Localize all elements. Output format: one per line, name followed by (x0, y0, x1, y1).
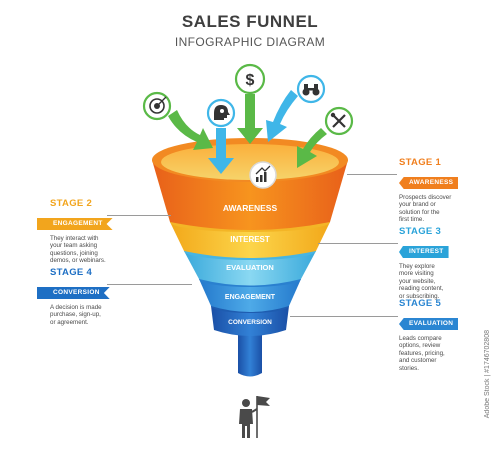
arrow-green-2 (237, 94, 263, 144)
stage5-ribbon: EVALUATION (399, 318, 459, 330)
growth-chart-icon (249, 161, 277, 189)
businessman-figure (239, 396, 270, 438)
stage2-ribbon: ENGAGEMENT (37, 218, 113, 230)
stage1-title: STAGE 1 (399, 157, 442, 168)
arrow-green-3 (297, 128, 327, 168)
stage5-title: STAGE 5 (399, 298, 442, 309)
page-subtitle: INFOGRAPHIC DIAGRAM (174, 35, 326, 49)
head-idea-icon (206, 98, 236, 128)
arrow-green-1 (168, 110, 213, 150)
arrow-cyan-1 (208, 128, 234, 174)
stage1-description: Prospects discover your brand or solutio… (399, 194, 452, 224)
stage3-connector (318, 243, 398, 244)
stage4-description: A decision is made purchase, sign-up, or… (50, 304, 102, 326)
stage4-connector (107, 284, 192, 285)
stage1-ribbon: AWARENESS (399, 177, 459, 189)
funnel-label-engagement: ENGAGEMENT (225, 294, 276, 301)
stock-watermark: Adobe Stock | #1746702808 (484, 330, 491, 419)
funnel-label-evaluation: EVALUATION (226, 263, 274, 272)
stage1-connector (347, 174, 397, 175)
tools-icon (324, 106, 354, 136)
stage3-description: They explore more visiting your website,… (399, 263, 444, 300)
funnel-level-awareness (152, 138, 348, 230)
funnel-spout (238, 330, 262, 377)
stage3-ribbon: INTEREST (399, 246, 449, 258)
stage3-title: STAGE 3 (399, 226, 442, 237)
stage4-title: STAGE 4 (50, 267, 93, 278)
funnel-label-conversion: CONVERSION (228, 319, 272, 326)
stage2-connector (107, 215, 171, 216)
stage5-connector (290, 316, 398, 317)
stage1-block: STAGE 1 AWARENESS Prospects discover you… (399, 157, 481, 224)
arrow-cyan-2 (266, 90, 298, 142)
svg-text:$: $ (246, 72, 255, 89)
stage2-title: STAGE 2 (50, 198, 93, 209)
dollar-icon: $ (234, 63, 266, 95)
binoculars-icon (296, 74, 326, 104)
stage4-ribbon: CONVERSION (37, 287, 110, 299)
funnel-label-interest: INTEREST (230, 235, 270, 244)
stage5-block: STAGE 5 EVALUATION Leads compare options… (399, 298, 481, 372)
stage5-description: Leads compare options, review features, … (399, 335, 445, 372)
stage4-block: STAGE 4 CONVERSION A decision is made pu… (37, 267, 117, 326)
stage2-block: STAGE 2 ENGAGEMENT They interact with yo… (37, 198, 117, 265)
funnel-label-awareness: AWARENESS (223, 203, 278, 213)
stage2-description: They interact with your team asking ques… (50, 235, 106, 265)
page-title: SALES FUNNEL (181, 12, 319, 31)
stage3-block: STAGE 3 INTEREST They explore more visit… (399, 226, 481, 300)
target-icon (142, 91, 172, 121)
